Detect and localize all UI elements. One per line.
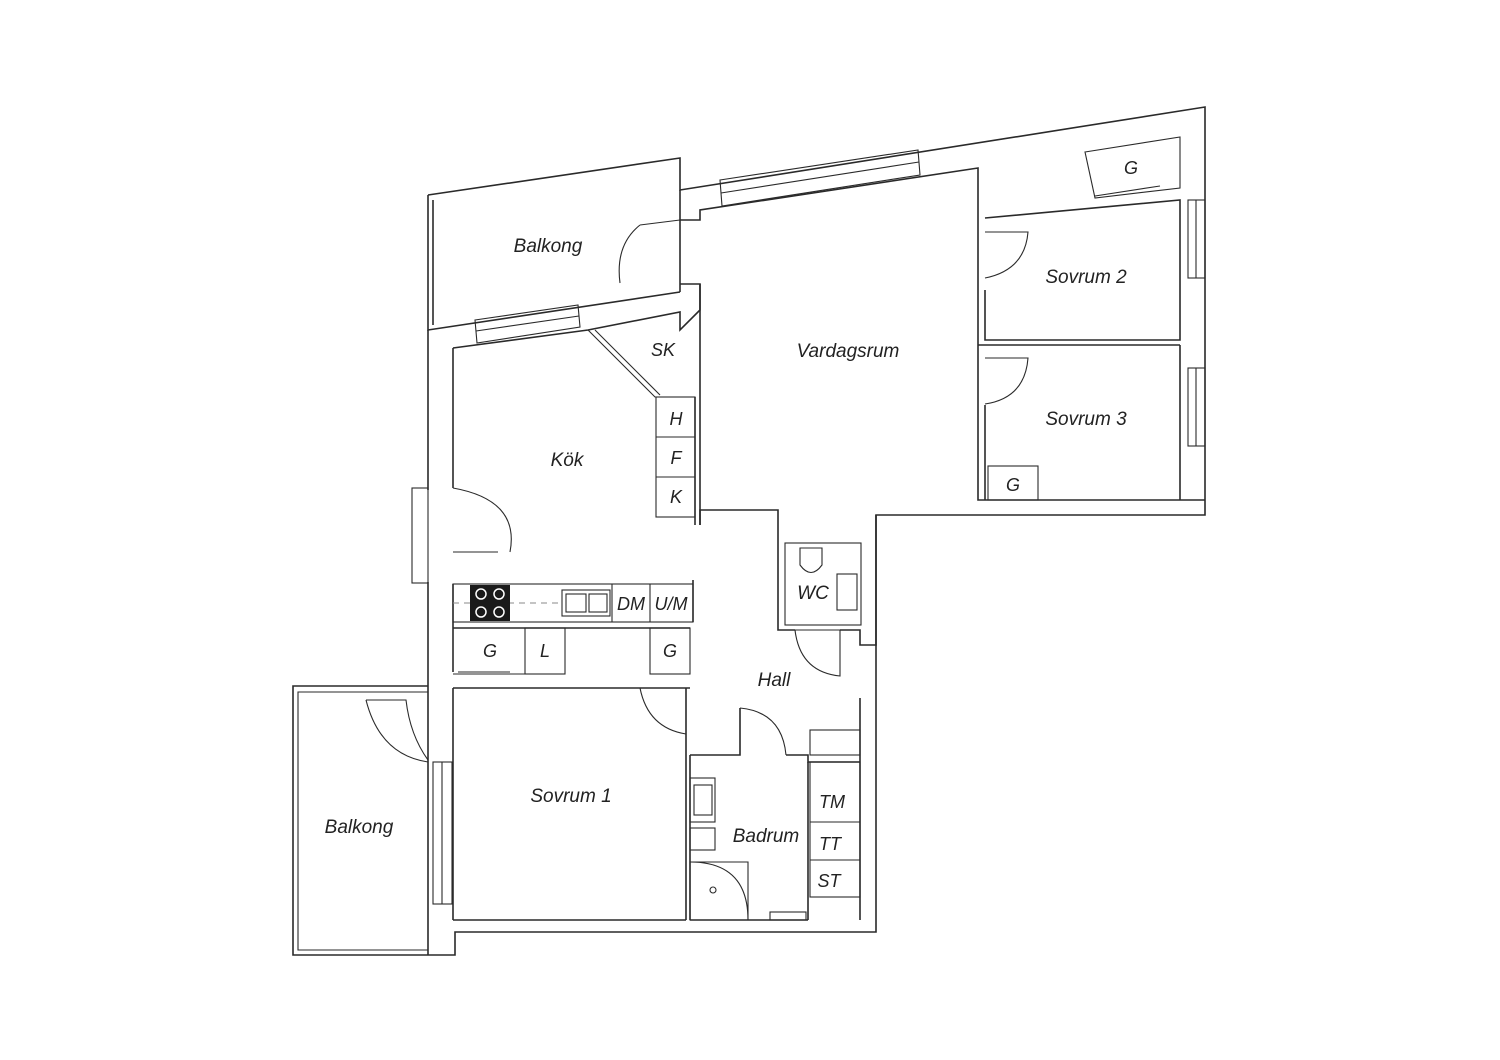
room-label-balkong-top: Balkong [514, 236, 583, 257]
room-label-sovrum-1: Sovrum 1 [530, 786, 611, 807]
fixture-label-l: L [540, 641, 550, 661]
stove-icon [470, 585, 510, 621]
fixture-label-f: F [671, 448, 683, 468]
fixture-label-g-sovrum-3: G [1006, 475, 1020, 495]
sink-icon [561, 589, 611, 617]
room-label-badrum: Badrum [733, 826, 800, 847]
hall-wc [639, 509, 877, 920]
outer-walls [427, 106, 1206, 956]
fixture-label-sk: SK [651, 340, 676, 360]
balcony-top [427, 195, 681, 344]
fixture-label-g-kitchen-left: G [483, 641, 497, 661]
room-label-vardagsrum: Vardagsrum [797, 341, 900, 362]
room-label-kok: Kök [551, 450, 585, 471]
bedroom-walls-right [978, 136, 1206, 501]
balcony-bottom [292, 685, 429, 956]
fixture-label-tt: TT [819, 834, 843, 854]
room-label-hall: Hall [758, 670, 792, 691]
bedroom-1 [427, 687, 686, 955]
fixture-label-tm: TM [819, 792, 845, 812]
fixture-label-st: ST [817, 871, 842, 891]
windows-top [719, 149, 921, 207]
fixture-label-h: H [670, 409, 684, 429]
room-label-wc: WC [797, 583, 829, 604]
fixture-label-um: U/M [655, 594, 688, 614]
room-label-sovrum-2: Sovrum 2 [1045, 267, 1127, 288]
bathroom [689, 755, 861, 921]
fixture-label-k: K [670, 487, 683, 507]
fixture-label-g-sovrum-2: G [1124, 158, 1138, 178]
room-label-sovrum-3: Sovrum 3 [1045, 409, 1127, 430]
room-label-balkong-bottom: Balkong [325, 817, 394, 838]
kitchen [411, 283, 701, 675]
fixture-label-g-kitchen-right: G [663, 641, 677, 661]
fixture-label-dm: DM [617, 594, 645, 614]
